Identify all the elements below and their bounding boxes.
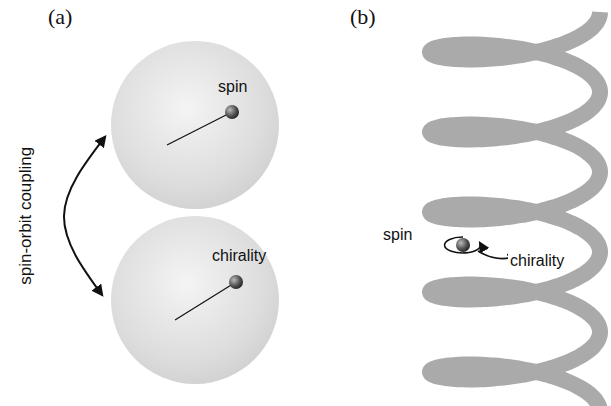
sphere: chirality xyxy=(110,215,280,385)
sphere-label: spin xyxy=(218,78,247,96)
sphere-shape xyxy=(110,215,280,385)
sphere-label: chirality xyxy=(212,247,266,265)
spin-icon xyxy=(445,237,517,259)
sphere: spin xyxy=(110,40,280,210)
panel-label: (b) xyxy=(350,4,376,29)
sphere-shape xyxy=(110,40,280,210)
edge-label: spin-orbit coupling xyxy=(16,147,36,285)
helix xyxy=(430,12,600,406)
panel-label: (a) xyxy=(48,4,72,29)
spin-label: spin xyxy=(381,226,414,244)
helix-coil xyxy=(430,12,600,406)
chirality-label: chirality xyxy=(508,252,566,270)
double-arrow xyxy=(64,137,105,295)
